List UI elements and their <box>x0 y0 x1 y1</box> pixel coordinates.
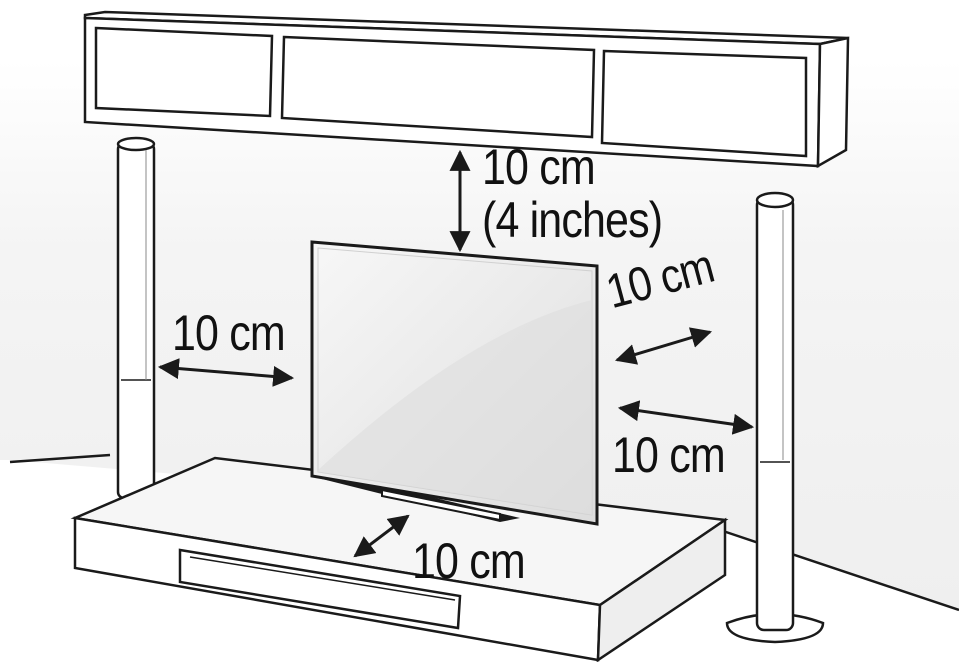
top-clearance-inches-label: (4 inches) <box>482 195 662 245</box>
bottom-clearance-label: 10 cm <box>412 536 525 586</box>
right-side-clearance-label: 10 cm <box>612 430 725 480</box>
television <box>312 242 597 524</box>
top-clearance-label: 10 cm <box>482 142 595 192</box>
left-speaker <box>118 138 154 498</box>
left-clearance-label: 10 cm <box>172 308 285 358</box>
